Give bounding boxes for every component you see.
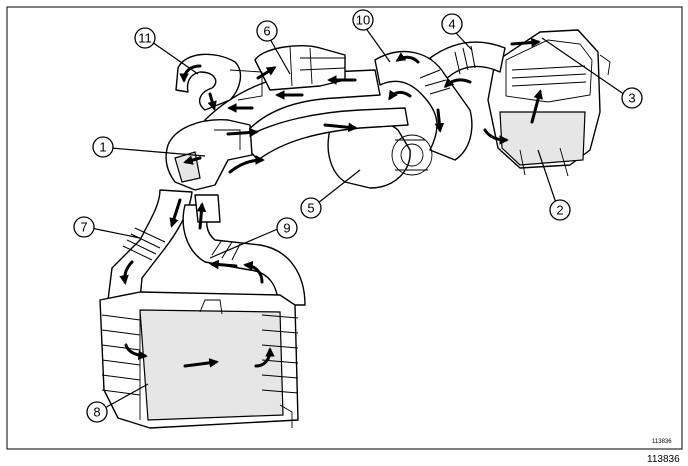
airflow-arrow [323, 122, 358, 133]
airflow-arrow [119, 260, 134, 285]
callout-4: 4 [441, 13, 463, 35]
airflow-arrow [388, 89, 412, 101]
airflow-arrows [119, 37, 543, 368]
callout-4-label: 4 [448, 17, 455, 32]
reference-number-outside: 113836 [647, 454, 680, 465]
intake-hose [429, 41, 506, 81]
airflow-arrow [209, 259, 238, 270]
airflow-arrow [226, 127, 259, 138]
diagram-frame [6, 6, 683, 450]
airflow-arrow [256, 66, 277, 80]
callout-7-label: 7 [80, 220, 87, 235]
airflow-arrow [207, 92, 217, 111]
turbocharger-inlet-pipe [374, 50, 473, 161]
upper-air-duct [204, 45, 409, 161]
airflow-arrow [243, 260, 264, 284]
callout-10: 10 [352, 9, 374, 31]
callout-8-label: 8 [93, 405, 100, 420]
callout-8: 8 [86, 401, 108, 423]
airflow-arrow [183, 155, 202, 165]
airflow-arrow [179, 64, 202, 83]
leader-lines [90, 26, 629, 410]
callout-11: 11 [134, 27, 156, 49]
airflow-arrow [510, 37, 541, 48]
callout-2-label: 2 [556, 203, 563, 218]
callout-6-label: 6 [263, 24, 270, 39]
airflow-arrow [395, 52, 420, 64]
callout-5: 5 [300, 197, 322, 219]
callout-2: 2 [549, 199, 571, 221]
airflow-arrow [124, 343, 148, 361]
airflow-arrow [228, 155, 265, 174]
airflow-arrow [434, 108, 445, 133]
callout-3: 3 [621, 87, 643, 109]
callout-1: 1 [92, 136, 114, 158]
callout-9: 9 [276, 217, 298, 239]
airflow-arrow [483, 128, 509, 145]
air-filter-box [487, 29, 611, 177]
airflow-arrow [183, 358, 219, 368]
callout-7: 7 [73, 216, 95, 238]
airflow-arrow [254, 347, 275, 368]
airflow-arrow [443, 77, 472, 89]
callout-9-label: 9 [283, 221, 290, 236]
airflow-arrow [530, 89, 543, 124]
callout-10-label: 10 [356, 13, 370, 28]
intercooler-outlet-hose [182, 194, 306, 306]
callout-6: 6 [256, 20, 278, 42]
callout-5-label: 5 [307, 201, 314, 216]
airflow-arrow [169, 198, 182, 228]
airflow-arrow [196, 202, 207, 230]
reference-number-inside: 113836 [652, 439, 672, 445]
air-duct-junction [165, 119, 253, 191]
callout-3-label: 3 [628, 91, 635, 106]
callout-11-label: 11 [138, 31, 152, 46]
callout-1-label: 1 [99, 140, 106, 155]
